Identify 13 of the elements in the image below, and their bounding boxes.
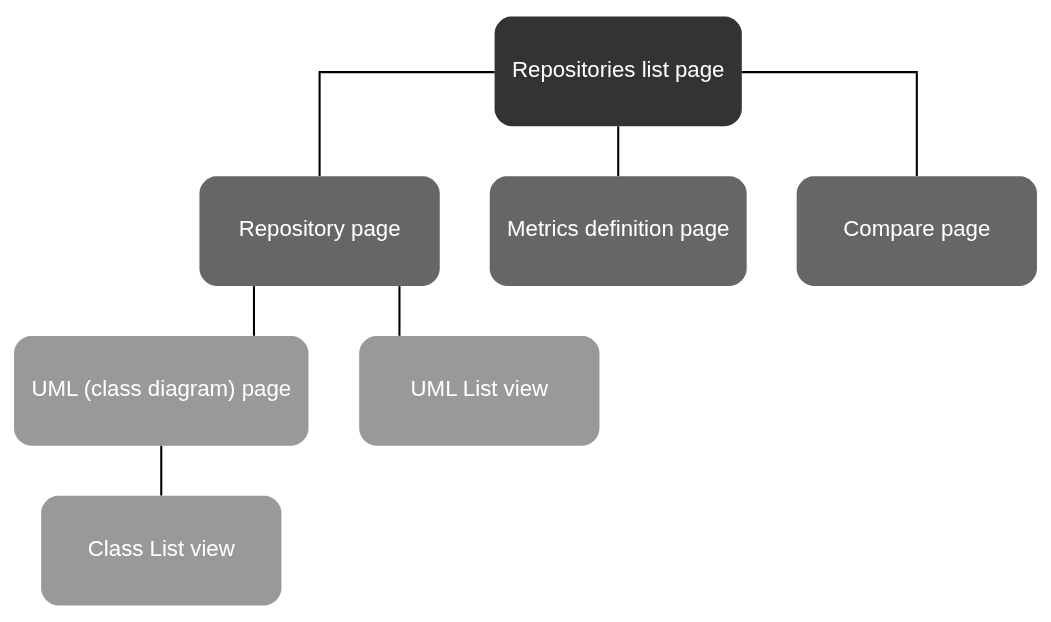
node-box: UML List view [359, 336, 600, 446]
node-box: Compare page [796, 176, 1037, 286]
connector [617, 126, 620, 177]
connector [252, 286, 255, 336]
node-box: Metrics definition page [489, 176, 747, 286]
node-box: Class List view [41, 495, 282, 606]
connector [741, 71, 918, 176]
node-box: UML (class diagram) page [14, 336, 309, 446]
connector [160, 445, 163, 496]
connector [398, 286, 401, 336]
node-box: Repositories list page [494, 16, 742, 127]
node-box: Repository page [199, 176, 440, 286]
connector [318, 71, 495, 176]
